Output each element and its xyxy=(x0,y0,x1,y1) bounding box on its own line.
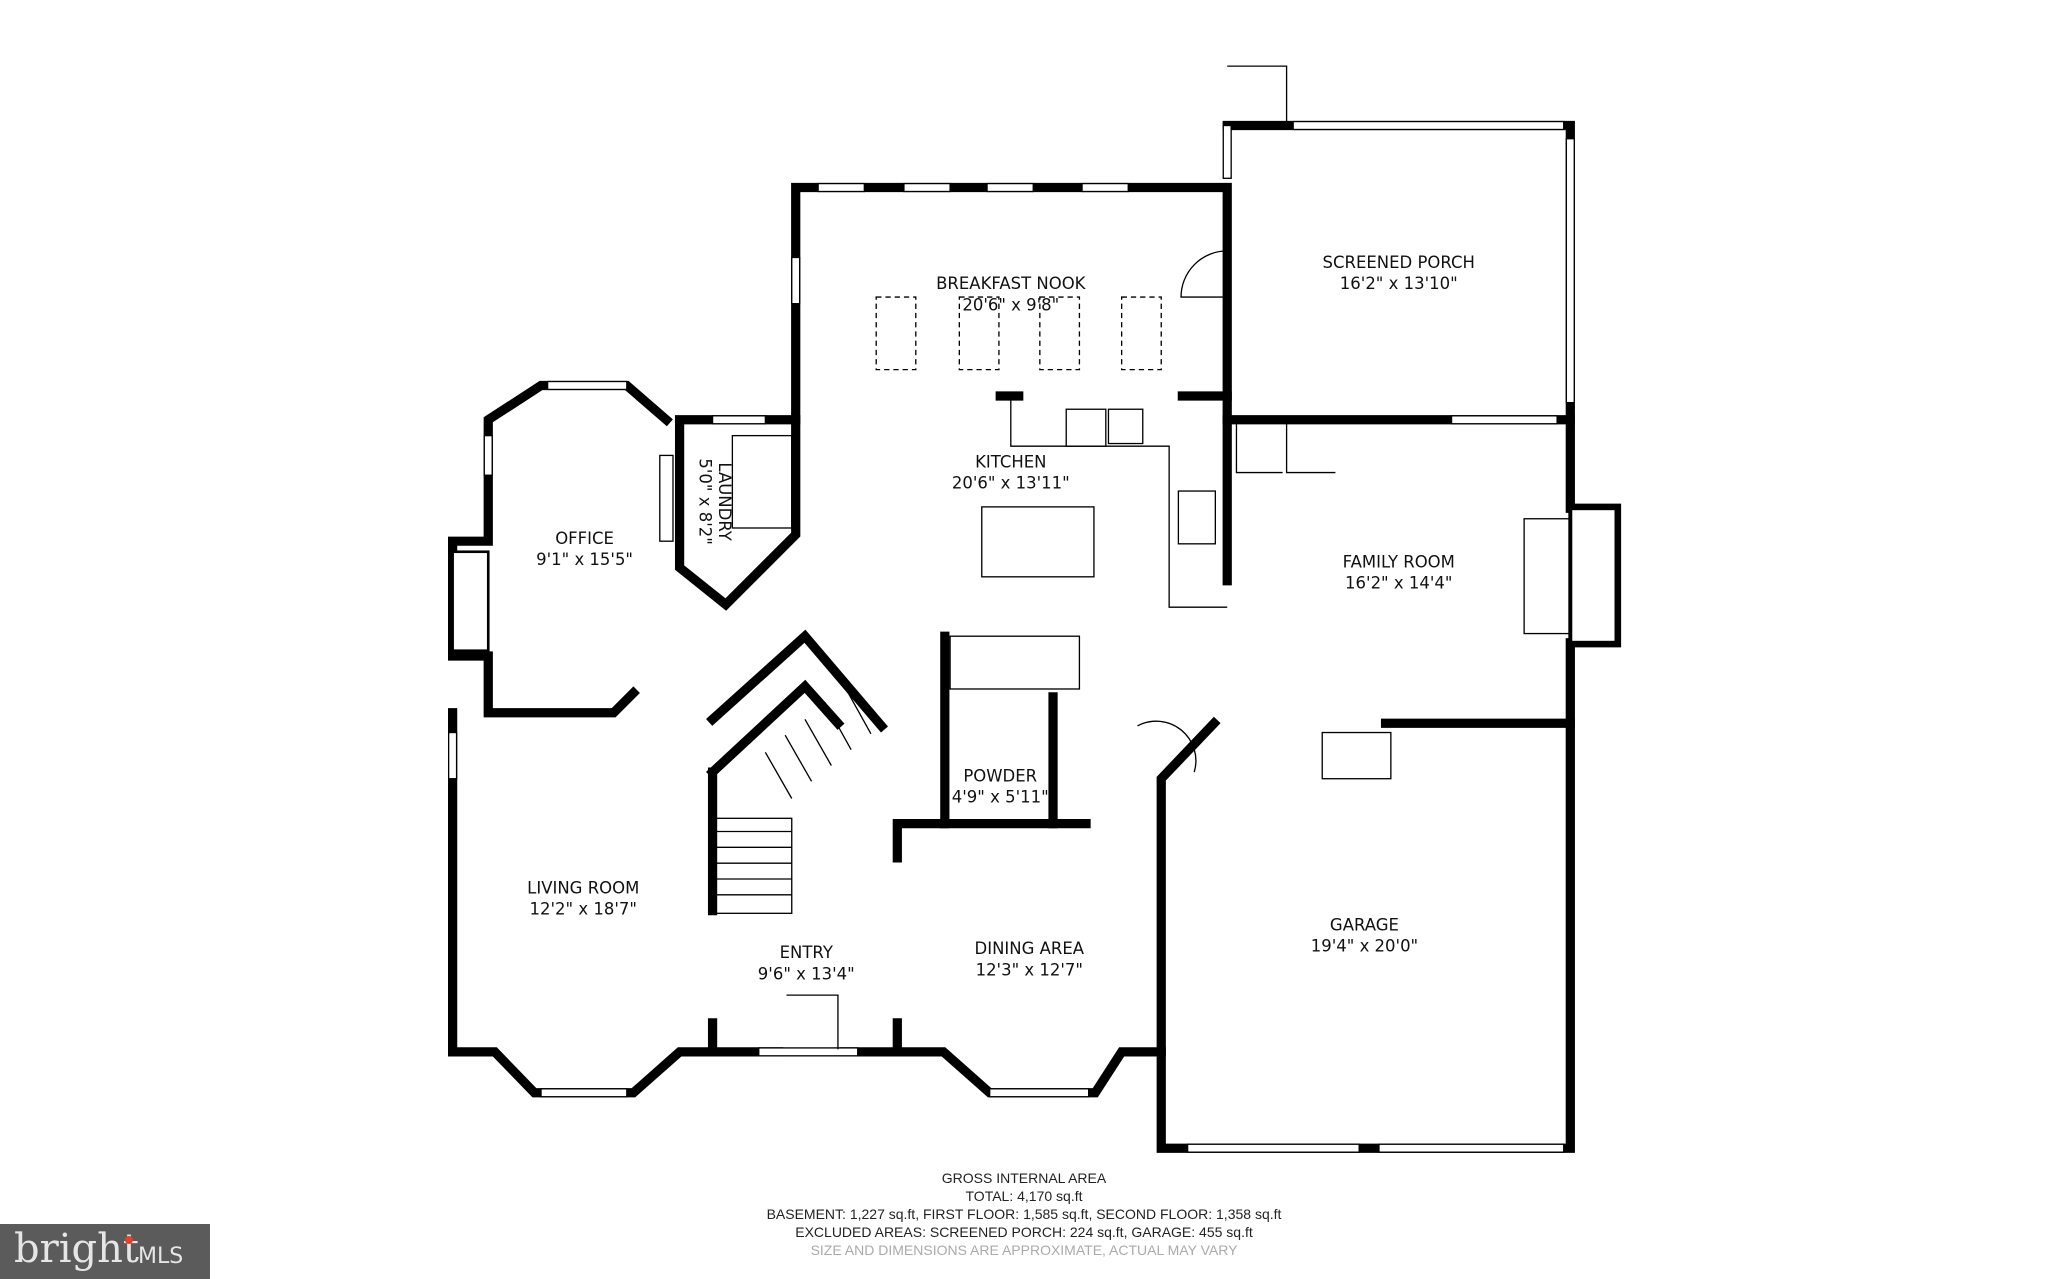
walls xyxy=(448,120,1622,1153)
kitchen-dims: 20'6" x 13'11" xyxy=(952,473,1070,492)
office-name: OFFICE xyxy=(555,529,614,548)
kitchen-island xyxy=(981,506,1095,578)
logo-suffix: MLS xyxy=(138,1244,184,1269)
fireplace-icon xyxy=(451,550,490,653)
living-room-name: LIVING ROOM xyxy=(527,879,639,898)
area-total: TOTAL: 4,170 sq.ft xyxy=(965,1188,1083,1204)
fixtures xyxy=(731,65,1571,1050)
logo-brand: bright xyxy=(14,1226,139,1272)
dining-area-name: DINING AREA xyxy=(975,939,1085,958)
office-dims: 9'1" x 15'5" xyxy=(536,550,633,569)
entry-dims: 9'6" x 13'4" xyxy=(758,964,855,983)
logo-accent-icon xyxy=(125,1236,133,1244)
garage-name: GARAGE xyxy=(1330,915,1399,934)
family-room-dims: 16'2" x 14'4" xyxy=(1345,574,1452,593)
area-disclaimer: SIZE AND DIMENSIONS ARE APPROXIMATE, ACT… xyxy=(810,1242,1238,1258)
kitchen-name: KITCHEN xyxy=(975,452,1046,471)
dining-area-dims: 12'3" x 12'7" xyxy=(976,960,1083,979)
living-room-dims: 12'2" x 18'7" xyxy=(530,900,637,919)
family-room-name: FAMILY ROOM xyxy=(1343,553,1455,572)
breakfast-nook-name: BREAKFAST NOOK xyxy=(936,274,1087,293)
bright-mls-logo: bright MLS xyxy=(0,1224,210,1279)
laundry-name: LAUNDRY xyxy=(715,462,734,541)
powder-dims: 4'9" x 5'11" xyxy=(952,787,1049,806)
garage-dims: 19'4" x 20'0" xyxy=(1311,937,1418,956)
fireplace-icon xyxy=(1568,506,1619,645)
screened-porch-name: SCREENED PORCH xyxy=(1323,253,1475,272)
staircase xyxy=(711,686,872,914)
area-floors: BASEMENT: 1,227 sq.ft, FIRST FLOOR: 1,58… xyxy=(766,1206,1282,1222)
screened-porch-dims: 16'2" x 13'10" xyxy=(1340,274,1458,293)
laundry-dims: 5'0" x 8'2" xyxy=(695,458,714,544)
room-labels: BREAKFAST NOOK 20'6" x 9'8" SCREENED POR… xyxy=(527,253,1475,983)
entry-name: ENTRY xyxy=(780,943,834,962)
breakfast-nook-dims: 20'6" x 9'8" xyxy=(962,295,1059,314)
area-excluded: EXCLUDED AREAS: SCREENED PORCH: 224 sq.f… xyxy=(795,1224,1253,1240)
powder-name: POWDER xyxy=(963,766,1037,785)
windows xyxy=(448,120,1575,1153)
area-heading: GROSS INTERNAL AREA xyxy=(941,1170,1107,1186)
